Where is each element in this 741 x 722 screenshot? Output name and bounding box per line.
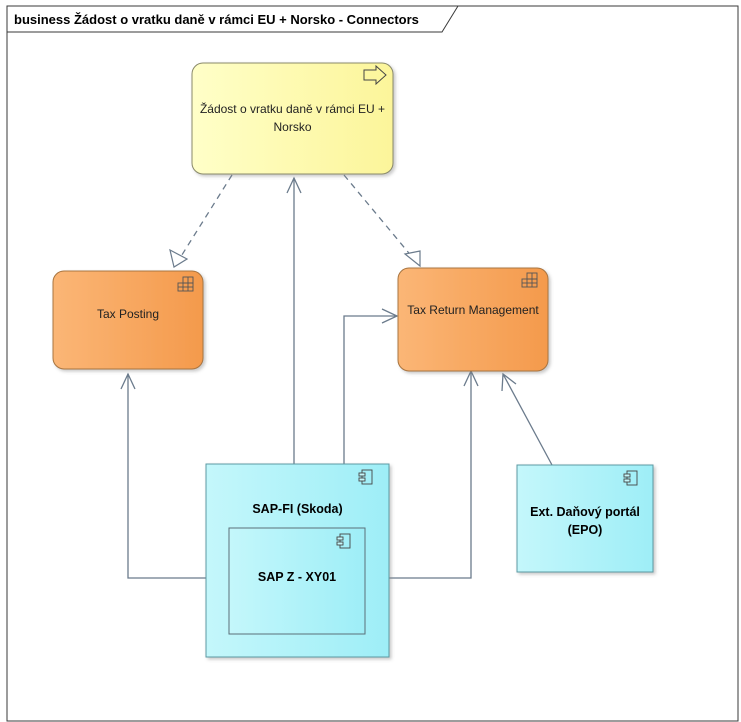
component-icon	[336, 533, 351, 549]
node-tax-posting[interactable]	[52, 270, 204, 370]
tax-posting-label: Tax Posting	[96, 307, 160, 321]
component-icon	[623, 470, 638, 486]
edge-sapfi-to-process[interactable]	[286, 176, 302, 464]
edge-process-to-tax-return[interactable]	[343, 174, 421, 268]
function-grid-icon	[521, 272, 538, 288]
node-ext-danovy-portal[interactable]	[516, 464, 654, 573]
process-arrow-icon	[363, 64, 387, 86]
node-tax-return-management[interactable]	[397, 267, 549, 372]
sap-z-label: SAP Z - XY01	[257, 570, 337, 584]
ext-danovy-portal-label: Ext. Daňový portál (EPO)	[530, 505, 640, 537]
edge-process-to-tax-posting[interactable]	[169, 174, 233, 268]
function-grid-icon	[177, 276, 194, 292]
edge-sapz-to-tax-posting[interactable]	[120, 372, 229, 579]
node-sap-z[interactable]	[228, 527, 366, 635]
edge-sapfi-to-tax-return[interactable]	[343, 308, 399, 464]
sap-fi-label: SAP-FI (Skoda)	[252, 502, 343, 516]
edge-ext-portal-to-tax-return[interactable]	[501, 372, 553, 466]
component-icon	[358, 469, 373, 485]
tax-return-management-label: Tax Return Management	[407, 303, 539, 317]
node-process[interactable]	[191, 62, 394, 175]
process-label: Žádost o vratku daně v rámci EU + Norsko	[199, 102, 386, 134]
frame-title: business Žádost o vratku daně v rámci EU…	[14, 12, 419, 27]
